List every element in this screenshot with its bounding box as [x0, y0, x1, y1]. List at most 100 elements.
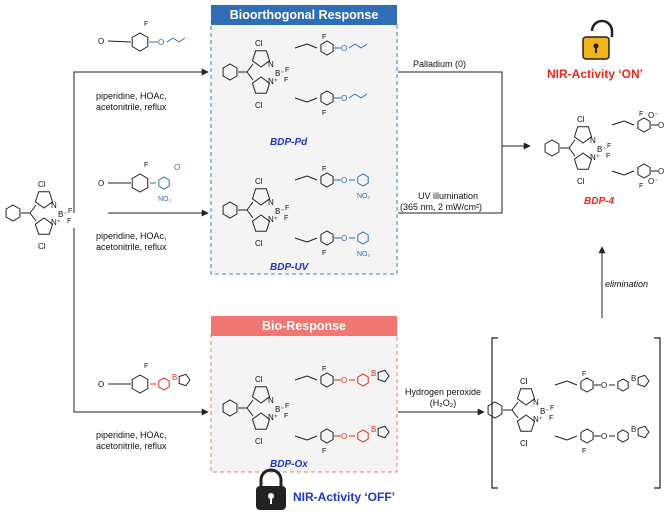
- atom-label: F: [68, 208, 72, 215]
- atom-label: F: [550, 405, 554, 412]
- atom-label: NO₂: [158, 196, 172, 203]
- atom-label: B: [371, 425, 376, 434]
- atom-label: N⁺: [268, 77, 278, 86]
- bond: [29, 212, 37, 222]
- bond: [246, 71, 254, 81]
- ring: [320, 428, 334, 444]
- ring: [573, 152, 593, 170]
- atom-label: Cl: [520, 439, 528, 448]
- bond: [246, 407, 254, 417]
- atom-label: NO₂: [357, 193, 371, 200]
- ring: [617, 378, 629, 392]
- atom-label: Cl: [577, 177, 585, 186]
- bond: [354, 43, 362, 49]
- atom-label: O⁻: [648, 111, 658, 120]
- ring: [34, 191, 54, 209]
- atom-label: N⁺: [590, 153, 600, 162]
- atom-label: N⁺: [533, 415, 543, 424]
- ring: [617, 429, 629, 443]
- bond: [294, 97, 308, 103]
- ring: [34, 217, 54, 235]
- atom-label: N: [268, 60, 274, 69]
- atom-label: N: [268, 198, 274, 207]
- atom-label: O: [341, 234, 347, 243]
- compound-label-bdp-uv: BDP-UV: [270, 262, 309, 273]
- atom-label: F: [285, 403, 289, 410]
- ring: [637, 117, 651, 133]
- atom-label: F: [582, 371, 586, 378]
- ring: [637, 163, 651, 179]
- atom-label: Cl: [255, 375, 263, 384]
- bio-response-panel: [210, 316, 398, 473]
- atom-label: B⁻: [540, 407, 550, 416]
- palladium-condition: Palladium (0): [413, 59, 467, 69]
- atom-label: B⁻: [275, 69, 285, 78]
- ring: [377, 369, 390, 383]
- atom-label: Cl: [255, 177, 263, 186]
- atom-label: N⁺: [51, 218, 61, 227]
- atom-label: O: [341, 44, 347, 53]
- bond: [348, 93, 356, 99]
- ring: [5, 204, 21, 222]
- ring: [487, 401, 503, 419]
- ring: [544, 139, 560, 157]
- lock-closed-icon: [256, 468, 286, 510]
- atom-label: F: [285, 67, 289, 74]
- ring: [251, 214, 271, 232]
- atom-label: N⁺: [268, 413, 278, 422]
- nir-activity-off: NIR-Activity ‘OFF’: [293, 490, 396, 504]
- atom-label: F: [285, 205, 289, 212]
- atom-label: O: [658, 167, 664, 176]
- bond: [166, 37, 174, 43]
- bond: [294, 435, 308, 441]
- bond: [294, 237, 308, 243]
- bond: [360, 93, 368, 99]
- bond: [306, 375, 318, 381]
- ring: [357, 173, 369, 187]
- atom-label: O⁻: [648, 177, 658, 186]
- bond: [306, 175, 318, 181]
- bond: [306, 237, 318, 243]
- elimination-condition: elimination: [605, 279, 649, 289]
- atom-label: O: [158, 38, 164, 47]
- bond: [306, 97, 318, 103]
- atom-label: F: [322, 34, 326, 41]
- atom-label: Cl: [255, 101, 263, 110]
- ring: [320, 230, 334, 246]
- atom-label: F: [284, 77, 288, 84]
- ring: [357, 373, 369, 387]
- atom-label: F: [284, 413, 288, 420]
- atom-label: N: [268, 396, 274, 405]
- atom-label: Cl: [577, 115, 585, 124]
- atom-label: N: [590, 136, 596, 145]
- atom-label: F: [322, 366, 326, 373]
- nir-activity-on: NIR-Activity ‘ON’: [547, 67, 644, 81]
- atom-label: F: [549, 415, 553, 422]
- bond: [246, 63, 254, 73]
- atom-label: O: [658, 121, 664, 130]
- atom-label: Cl: [38, 242, 46, 251]
- ring: [320, 40, 334, 56]
- atom-label: F: [144, 21, 148, 28]
- lock-open-icon: [582, 19, 614, 60]
- ring: [251, 386, 271, 404]
- atom-label: B⁻: [58, 210, 68, 219]
- bond: [172, 37, 180, 43]
- ring: [320, 90, 334, 106]
- ring: [357, 231, 369, 245]
- bond: [568, 139, 576, 149]
- atom-label: Cl: [255, 39, 263, 48]
- ring: [637, 374, 650, 388]
- molecule-structures: NN⁺B⁻FFClClOFOOFNO₂OOFBNN⁺B⁻FFClClFOFONN…: [5, 21, 664, 455]
- atom-label: Cl: [255, 239, 263, 248]
- atom-label: F: [144, 363, 148, 370]
- ring: [320, 172, 334, 188]
- ring: [158, 176, 170, 190]
- bio-response-header: Bio-Response: [261, 319, 347, 333]
- atom-label: F: [639, 111, 643, 118]
- bond: [246, 201, 254, 211]
- bond: [511, 401, 519, 411]
- bond: [566, 435, 578, 441]
- atom-label: F: [322, 110, 326, 117]
